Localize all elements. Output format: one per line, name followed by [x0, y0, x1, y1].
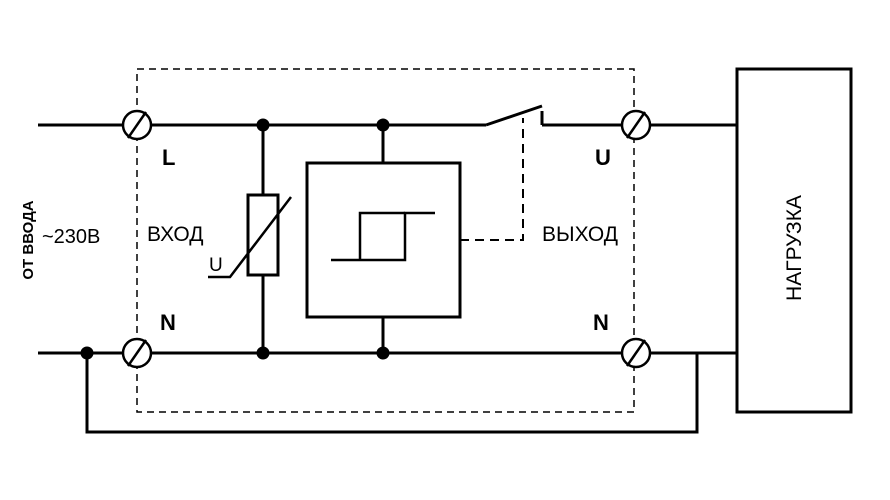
wire-n-output	[85, 351, 699, 434]
varistor-slash	[208, 196, 292, 279]
junction-dot	[256, 346, 270, 360]
varistor	[246, 193, 280, 277]
label-terminal-l: L	[162, 145, 175, 170]
label-terminal-n-in: N	[160, 310, 176, 335]
terminal-n-in	[121, 337, 153, 369]
hysteresis-symbol	[331, 211, 435, 262]
hysteresis-symbol-inner	[358, 211, 405, 260]
label-source-line2: ~230В	[42, 226, 100, 248]
label-load: НАГРУЗКА	[783, 195, 806, 301]
label-terminal-u: U	[595, 145, 611, 170]
label-source-line1: ОТ ВВОДА	[20, 200, 37, 279]
relay-contact	[485, 104, 543, 127]
terminal-l	[121, 109, 153, 141]
relay-control-link	[460, 118, 524, 241]
label-terminal-n-out: N	[593, 310, 609, 335]
load-box	[735, 67, 853, 414]
junction-dot	[256, 118, 270, 132]
control-module	[305, 161, 462, 319]
label-input: ВХОД	[147, 223, 204, 246]
terminal-u	[620, 109, 652, 141]
junction-dot	[376, 346, 390, 360]
label-varistor-u: U	[209, 255, 223, 276]
terminal-n-out	[620, 337, 652, 369]
junction-dot	[376, 118, 390, 132]
junction-dot	[80, 346, 94, 360]
label-output: ВЫХОД	[542, 223, 618, 246]
